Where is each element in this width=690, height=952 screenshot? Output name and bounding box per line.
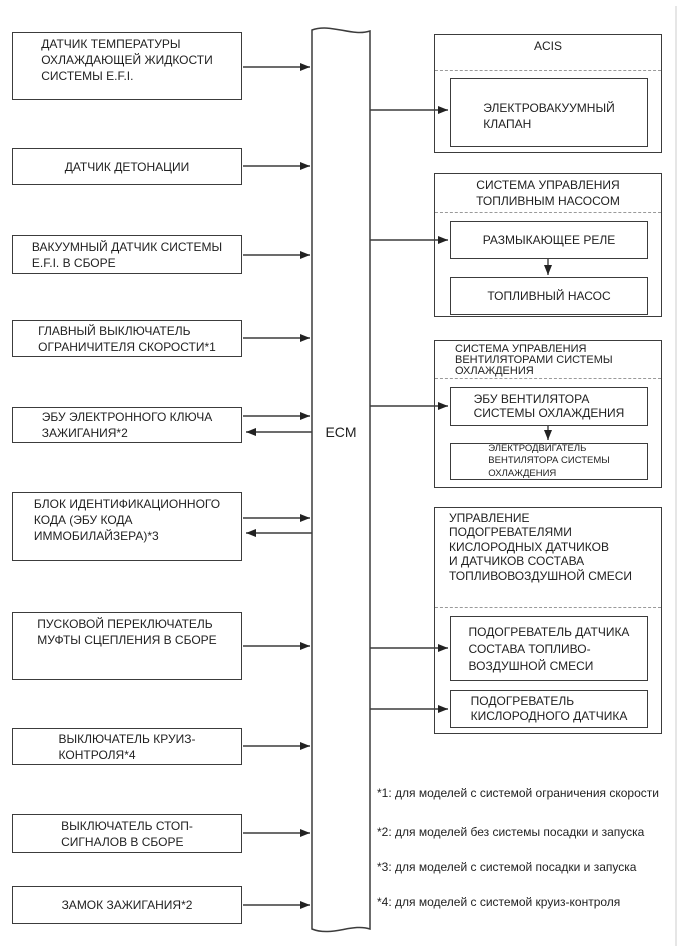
group-cooling-fan-control-divider: [435, 378, 661, 379]
box-id-code-unit: БЛОК ИДЕНТИФИКАЦИОННОГО КОДА (ЭБУ КОДА И…: [12, 492, 242, 561]
box-electro-vacuum-valve-label: ЭЛЕКТРОВАКУУМНЫЙ КЛАПАН: [483, 100, 615, 131]
box-cooling-fan-motor-label: ЭЛЕКТРОДВИГАТЕЛЬ ВЕНТИЛЯТОРА СИСТЕМЫ ОХЛ…: [488, 443, 610, 479]
box-electro-vacuum-valve: ЭЛЕКТРОВАКУУМНЫЙ КЛАПАН: [450, 78, 648, 147]
box-cruise-control-switch-label: ВЫКЛЮЧАТЕЛЬ КРУИЗ- КОНТРОЛЯ*4: [58, 731, 196, 762]
box-stop-lamp-switch: ВЫКЛЮЧАТЕЛЬ СТОП- СИГНАЛОВ В СБОРЕ: [12, 814, 242, 853]
box-circuit-opening-relay: РАЗМЫКАЮЩЕЕ РЕЛЕ: [450, 221, 648, 259]
box-ignition-lock-label: ЗАМОК ЗАЖИГАНИЯ*2: [61, 898, 193, 912]
box-cooling-fan-ecu: ЭБУ ВЕНТИЛЯТОРА СИСТЕМЫ ОХЛАЖДЕНИЯ: [450, 387, 648, 426]
ecm-label: ECM: [325, 424, 357, 440]
footnote-2: *2: для моделей без системы посадки и за…: [377, 825, 645, 839]
group-o2-heater-control-header: УПРАВЛЕНИЕ ПОДОГРЕВАТЕЛЯМИ КИСЛОРОДНЫХ Д…: [449, 511, 633, 583]
box-fuel-pump-label: ТОПЛИВНЫЙ НАСОС: [487, 289, 611, 303]
box-coolant-temp-sensor-label: ДАТЧИК ТЕМПЕРАТУРЫ ОХЛАЖДАЮЩЕЙ ЖИДКОСТИ …: [41, 37, 213, 83]
box-stop-lamp-switch-label: ВЫКЛЮЧАТЕЛЬ СТОП- СИГНАЛОВ В СБОРЕ: [61, 818, 193, 849]
box-clutch-start-switch: ПУСКОВОЙ ПЕРЕКЛЮЧАТЕЛЬ МУФТЫ СЦЕПЛЕНИЯ В…: [12, 612, 242, 680]
box-o2-sensor-heater: ПОДОГРЕВАТЕЛЬ КИСЛОРОДНОГО ДАТЧИКА: [450, 690, 648, 728]
box-speed-limiter-main-switch-label: ГЛАВНЫЙ ВЫКЛЮЧАТЕЛЬ ОГРАНИЧИТЕЛЯ СКОРОСТ…: [38, 323, 216, 354]
group-acis-divider: [435, 70, 661, 71]
footnote-1: *1: для моделей с системой ограничения с…: [377, 786, 659, 800]
box-o2-sensor-heater-label: ПОДОГРЕВАТЕЛЬ КИСЛОРОДНОГО ДАТЧИКА: [470, 693, 628, 724]
ecm-bar: [311, 27, 371, 933]
group-acis: ACIS ЭЛЕКТРОВАКУУМНЫЙ КЛАПАН: [434, 34, 662, 153]
footnote-3: *3: для моделей с системой посадки и зап…: [377, 860, 637, 874]
box-vacuum-sensor-label: ВАКУУМНЫЙ ДАТЧИК СИСТЕМЫ E.F.I. В СБОРЕ: [31, 239, 223, 270]
box-vacuum-sensor: ВАКУУМНЫЙ ДАТЧИК СИСТЕМЫ E.F.I. В СБОРЕ: [12, 235, 242, 274]
box-cooling-fan-ecu-label: ЭБУ ВЕНТИЛЯТОРА СИСТЕМЫ ОХЛАЖДЕНИЯ: [473, 392, 625, 420]
group-cooling-fan-control: СИСТЕМА УПРАВЛЕНИЯ ВЕНТИЛЯТОРАМИ СИСТЕМЫ…: [434, 340, 662, 488]
box-cruise-control-switch: ВЫКЛЮЧАТЕЛЬ КРУИЗ- КОНТРОЛЯ*4: [12, 728, 242, 765]
box-af-sensor-heater-label: ПОДОГРЕВАТЕЛЬ ДАТЧИКА СОСТАВА ТОПЛИВО- В…: [468, 625, 630, 673]
box-speed-limiter-main-switch: ГЛАВНЫЙ ВЫКЛЮЧАТЕЛЬ ОГРАНИЧИТЕЛЯ СКОРОСТ…: [12, 320, 242, 357]
group-fuel-pump-control-divider: [435, 212, 661, 213]
group-fuel-pump-control-header: СИСТЕМА УПРАВЛЕНИЯ ТОПЛИВНЫМ НАСОСОМ: [476, 178, 620, 208]
footnote-4: *4: для моделей с системой круиз-контрол…: [377, 895, 621, 909]
box-cooling-fan-motor: ЭЛЕКТРОДВИГАТЕЛЬ ВЕНТИЛЯТОРА СИСТЕМЫ ОХЛ…: [450, 443, 648, 480]
group-cooling-fan-control-header: СИСТЕМА УПРАВЛЕНИЯ ВЕНТИЛЯТОРАМИ СИСТЕМЫ…: [455, 343, 613, 377]
box-clutch-start-switch-label: ПУСКОВОЙ ПЕРЕКЛЮЧАТЕЛЬ МУФТЫ СЦЕПЛЕНИЯ В…: [37, 617, 217, 647]
box-id-code-unit-label: БЛОК ИДЕНТИФИКАЦИОННОГО КОДА (ЭБУ КОДА И…: [33, 497, 221, 543]
box-ignition-lock: ЗАМОК ЗАЖИГАНИЯ*2: [12, 886, 242, 924]
group-o2-heater-control: УПРАВЛЕНИЕ ПОДОГРЕВАТЕЛЯМИ КИСЛОРОДНЫХ Д…: [434, 507, 662, 734]
box-circuit-opening-relay-label: РАЗМЫКАЮЩЕЕ РЕЛЕ: [482, 233, 616, 247]
group-o2-heater-control-divider: [435, 607, 661, 608]
box-knock-sensor: ДАТЧИК ДЕТОНАЦИИ: [12, 148, 242, 185]
group-fuel-pump-control: СИСТЕМА УПРАВЛЕНИЯ ТОПЛИВНЫМ НАСОСОМ РАЗ…: [434, 173, 662, 317]
box-fuel-pump: ТОПЛИВНЫЙ НАСОС: [450, 277, 648, 315]
box-ignition-key-ecu-label: ЭБУ ЭЛЕКТРОННОГО КЛЮЧА ЗАЖИГАНИЯ*2: [41, 410, 213, 440]
group-acis-header: ACIS: [533, 39, 562, 53]
box-af-sensor-heater: ПОДОГРЕВАТЕЛЬ ДАТЧИКА СОСТАВА ТОПЛИВО- В…: [450, 616, 648, 681]
box-coolant-temp-sensor: ДАТЧИК ТЕМПЕРАТУРЫ ОХЛАЖДАЮЩЕЙ ЖИДКОСТИ …: [12, 32, 242, 100]
box-knock-sensor-label: ДАТЧИК ДЕТОНАЦИИ: [64, 159, 190, 174]
box-ignition-key-ecu: ЭБУ ЭЛЕКТРОННОГО КЛЮЧА ЗАЖИГАНИЯ*2: [12, 407, 242, 443]
